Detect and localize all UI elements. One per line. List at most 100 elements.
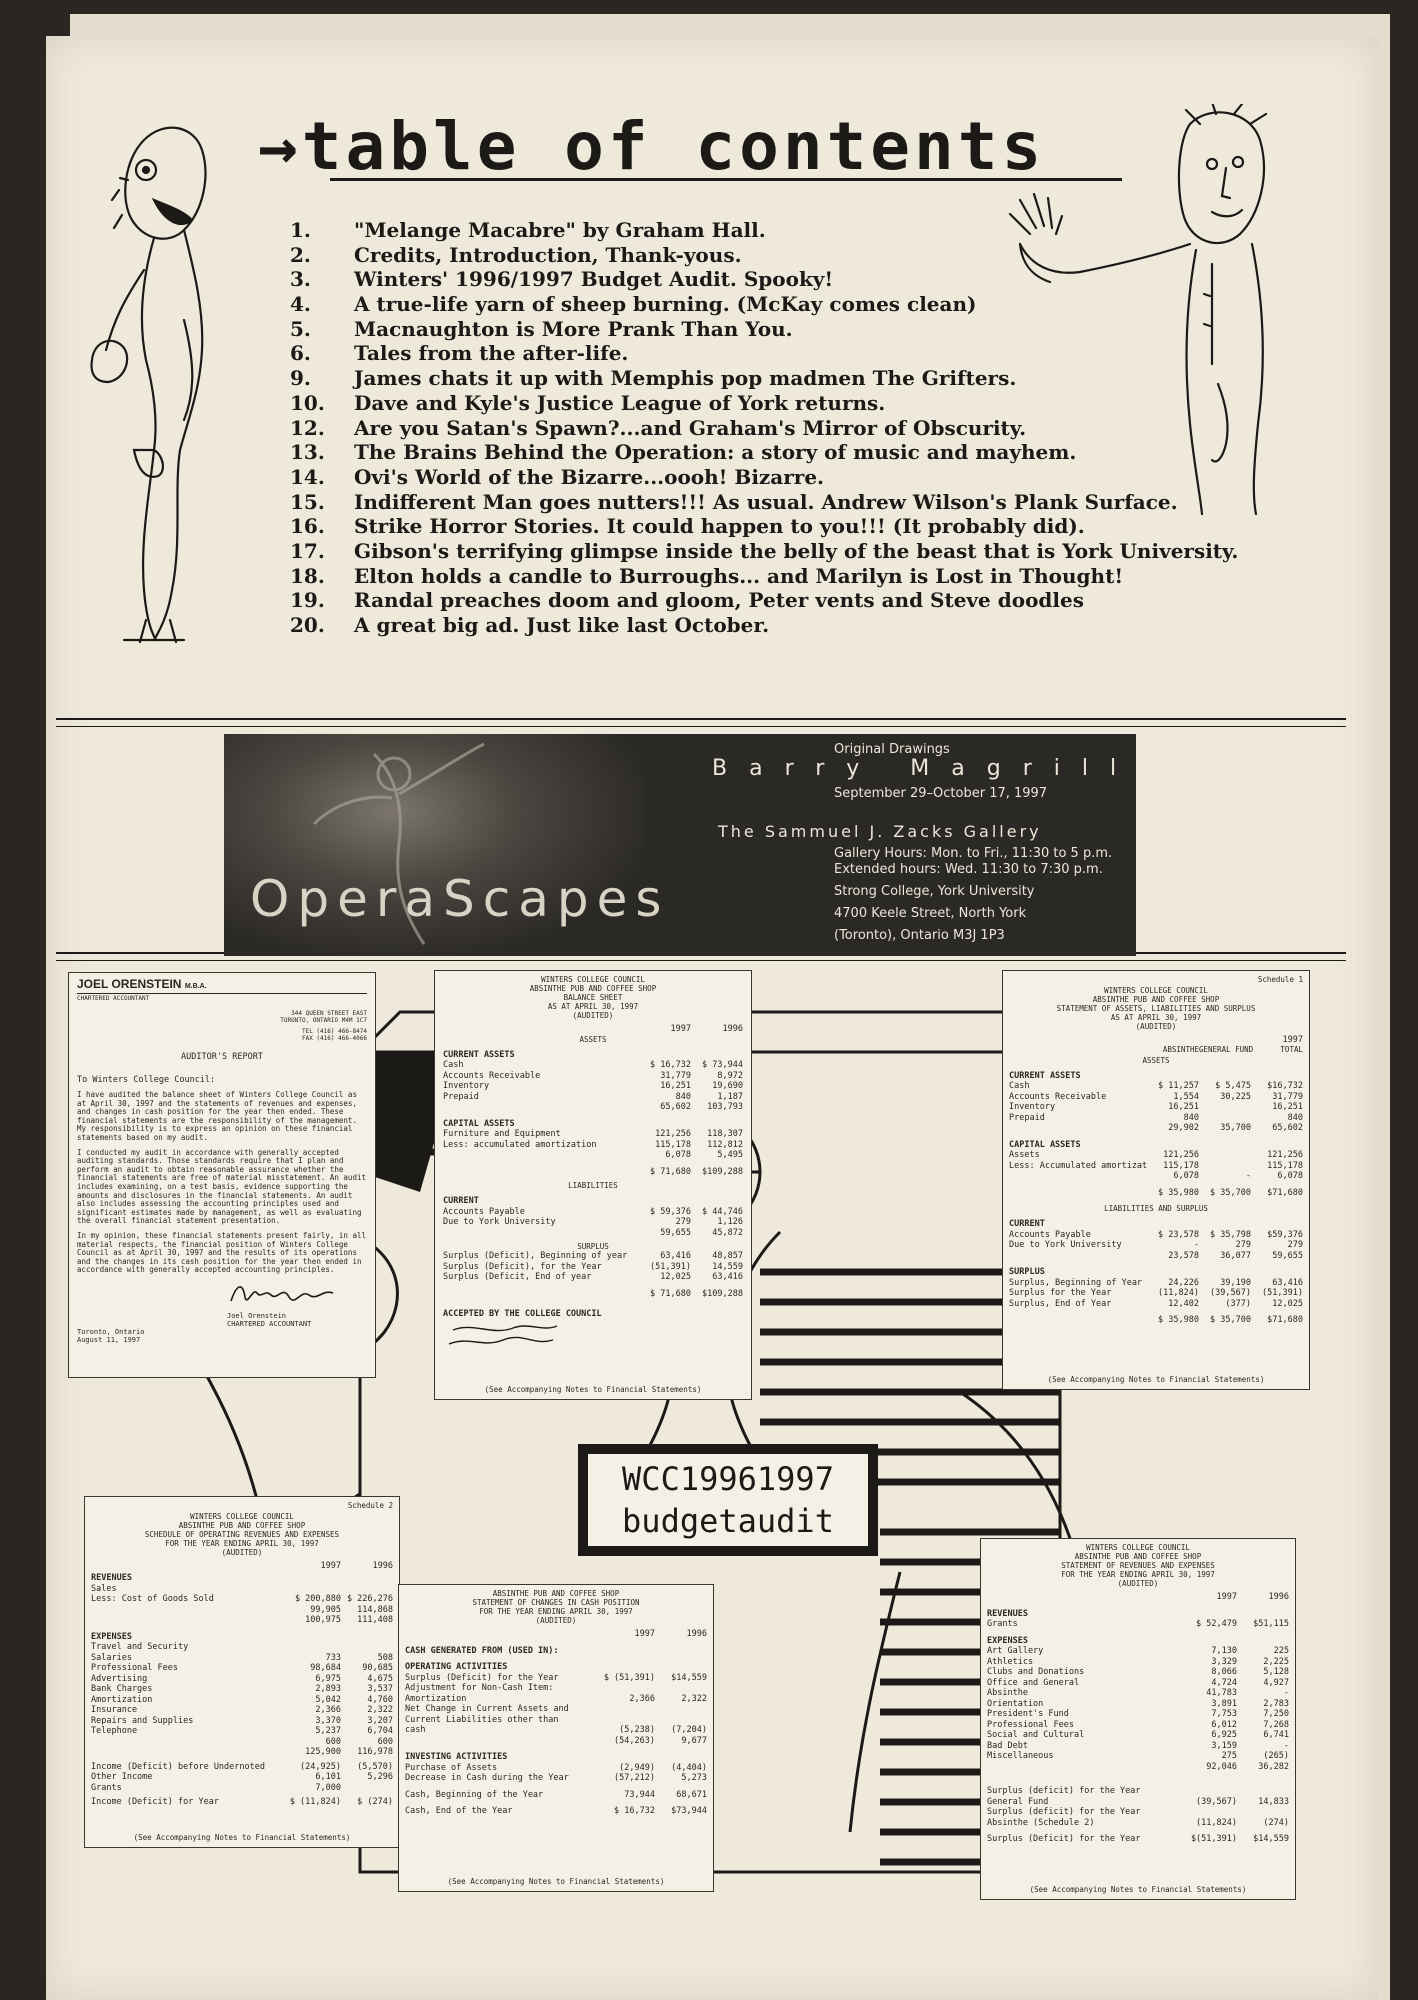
toc-item[interactable]: 12.Are you Satan's Spawn?...and Graham's… (290, 415, 1027, 440)
auditors-report[interactable]: JOEL ORENSTEIN M.B.A. CHARTERED ACCOUNTA… (68, 972, 376, 1378)
toc-item[interactable]: 10.Dave and Kyle's Justice League of Yor… (290, 390, 886, 415)
section-heading: REVENUES (987, 1608, 1028, 1619)
table-row: Accounts Payable$ 59,376$ 44,746 (443, 1206, 743, 1217)
toc-item[interactable]: 4.A true-life yarn of sheep burning. (Mc… (290, 292, 977, 317)
doc-footnote: (See Accompanying Notes to Financial Sta… (1047, 1374, 1265, 1384)
section-heading: SURPLUS (1009, 1267, 1045, 1277)
schedule-tag: Schedule 1 (1257, 975, 1303, 984)
ad-dates: September 29–October 17, 1997 (834, 786, 1048, 801)
section-heading: EXPENSES (987, 1635, 1028, 1646)
toc-item[interactable]: 15.Indifferent Man goes nutters!!! As us… (290, 489, 1178, 514)
signature-title: CHARTERED ACCOUNTANT (227, 1320, 312, 1329)
table-row: Accounts Payable$ 23,578$ 35,798$59,376 (1009, 1229, 1303, 1240)
section-heading: CAPITAL ASSETS (1009, 1139, 1081, 1150)
firm-address: TORONTO, ONTARIO M4M 1C7 (280, 1017, 367, 1024)
doc-heading: ABSINTHE PUB AND COFFEE SHOP (492, 1589, 620, 1598)
badge-line: budgetaudit (622, 1502, 834, 1540)
table-row: Surplus (Deficit), for the Year(51,391)1… (443, 1261, 743, 1272)
report-paragraph: I have audited the balance sheet of Wint… (77, 1090, 357, 1142)
schedule-1-statement[interactable]: Schedule 1 WINTERS COLLEGE COUNCIL ABSIN… (1002, 970, 1310, 1390)
toc-item[interactable]: 5.Macnaughton is More Prank Than You. (290, 316, 793, 341)
table-row: Decrease in Cash during the Year(57,212)… (405, 1773, 707, 1783)
ad-hours-extended: Extended hours: Wed. 11:30 to 7:30 p.m. (834, 862, 1103, 877)
doc-footnote: (See Accompanying Notes to Financial Sta… (447, 1876, 665, 1886)
toc-item[interactable]: 18.Elton holds a candle to Burroughs... … (290, 563, 1124, 588)
table-row: Absinthe (Schedule 2)(11,824)(274) (987, 1817, 1289, 1828)
doc-heading: STATEMENT OF CHANGES IN CASH POSITION (472, 1598, 640, 1607)
toc-item[interactable]: 3.Winters' 1996/1997 Budget Audit. Spook… (290, 267, 834, 292)
col-header: 1996 (722, 1024, 743, 1034)
toc-item[interactable]: 9.James chats it up with Memphis pop mad… (290, 366, 1017, 391)
ad-address: (Toronto), Ontario M3J 1P3 (834, 928, 1005, 943)
toc-item[interactable]: 1."Melange Macabre" by Graham Hall. (290, 218, 766, 242)
table-row: Surplus (deficit) for the Year (987, 1786, 1141, 1796)
table-row: Current Liabilities other than (405, 1714, 559, 1725)
table-row: cash(5,238)(7,204) (405, 1725, 707, 1735)
table-row: Travel and Security (91, 1642, 189, 1652)
col-header: 1996 (686, 1629, 707, 1639)
doc-footnote: (See Accompanying Notes to Financial Sta… (133, 1832, 351, 1842)
section-heading: OPERATING ACTIVITIES (405, 1662, 508, 1672)
table-row: 6,078-6,078 (1173, 1171, 1303, 1181)
firm-tel: TEL (416) 466-8474 (301, 1028, 367, 1035)
table-row: Less: Cost of Goods Sold$ 200,880$ 226,2… (91, 1594, 393, 1604)
ad-address: Strong College, York University (834, 884, 1035, 899)
toc-item[interactable]: 14.Ovi's World of the Bizarre...oooh! Bi… (290, 464, 824, 489)
badge-line: WCC19961997 (622, 1460, 834, 1498)
toc-item[interactable]: 6.Tales from the after-life. (290, 341, 629, 366)
report-paragraph: I conducted my audit in accordance with … (77, 1147, 366, 1226)
doc-heading: (AUDITED) (535, 1616, 577, 1625)
firm-address: 344 QUEEN STREET EAST (291, 1010, 367, 1017)
col-header: 1996 (1268, 1592, 1289, 1602)
schedule-2-statement[interactable]: Schedule 2 WINTERS COLLEGE COUNCIL ABSIN… (84, 1496, 400, 1848)
council-signatures (448, 1324, 558, 1345)
col-header: ABSINTHE (1162, 1045, 1199, 1054)
firm-subtitle: CHARTERED ACCOUNTANT (77, 994, 150, 1002)
balance-sheet[interactable]: WINTERS COLLEGE COUNCIL ABSINTHE PUB AND… (434, 970, 752, 1400)
doc-heading: WINTERS COLLEGE COUNCIL (190, 1511, 294, 1521)
report-heading: AUDITOR'S REPORT (181, 1052, 263, 1062)
toc-item[interactable]: 2.Credits, Introduction, Thank-yous. (290, 242, 742, 267)
table-row: Cash$ 16,732$ 73,944 (443, 1060, 743, 1070)
auditor-signature (230, 1286, 334, 1302)
toc-item[interactable]: 13.The Brains Behind the Operation: a st… (290, 440, 1077, 465)
gallery-advertisement[interactable]: OperaScapes Original Drawings Barry Magr… (224, 734, 1136, 956)
toc-item[interactable]: 16.Strike Horror Stories. It could happe… (290, 514, 1085, 539)
toc-item[interactable]: 17.Gibson's terrifying glimpse inside th… (290, 538, 1239, 563)
cash-position-statement[interactable]: ABSINTHE PUB AND COFFEE SHOP STATEMENT O… (398, 1584, 714, 1892)
ad-artist: Barry Magrill (712, 756, 1136, 781)
col-header: 1997 (1282, 1034, 1303, 1045)
section-heading: CURRENT (443, 1196, 479, 1206)
title-underline (330, 178, 1122, 181)
toc-item[interactable]: 19.Randal preaches doom and gloom, Peter… (290, 588, 1084, 613)
revenues-expenses-statement[interactable]: WINTERS COLLEGE COUNCIL ABSINTHE PUB AND… (980, 1538, 1296, 1900)
toc-item[interactable]: 20.A great big ad. Just like last Octobe… (290, 613, 770, 637)
doc-heading: WINTERS COLLEGE COUNCIL (541, 975, 645, 984)
report-salutation: To Winters College Council: (77, 1074, 216, 1085)
doc-heading: WINTERS COLLEGE COUNCIL (1104, 985, 1208, 995)
section-heading: LIABILITIES AND SURPLUS (1104, 1204, 1208, 1213)
table-row: Purchase of Assets(2,949)(4,404) (405, 1762, 707, 1773)
ad-address: 4700 Keele Street, North York (834, 906, 1027, 921)
right-doodle-illustration (1008, 104, 1268, 516)
table-row: $ 35,980$ 35,700$71,680 (1158, 1187, 1303, 1198)
